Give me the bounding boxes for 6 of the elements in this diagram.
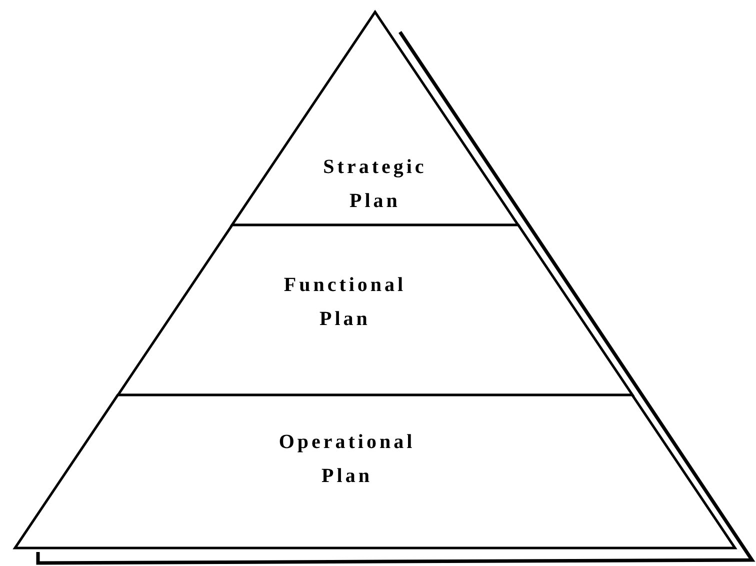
tier-label: Operational Plan bbox=[278, 430, 416, 489]
pyramid-tier bbox=[232, 12, 518, 225]
tier-label: Functional Plan bbox=[282, 273, 408, 332]
pyramid-tier bbox=[118, 225, 632, 395]
tier-label: Strategic Plan bbox=[322, 155, 428, 214]
pyramid-tier bbox=[15, 395, 735, 548]
